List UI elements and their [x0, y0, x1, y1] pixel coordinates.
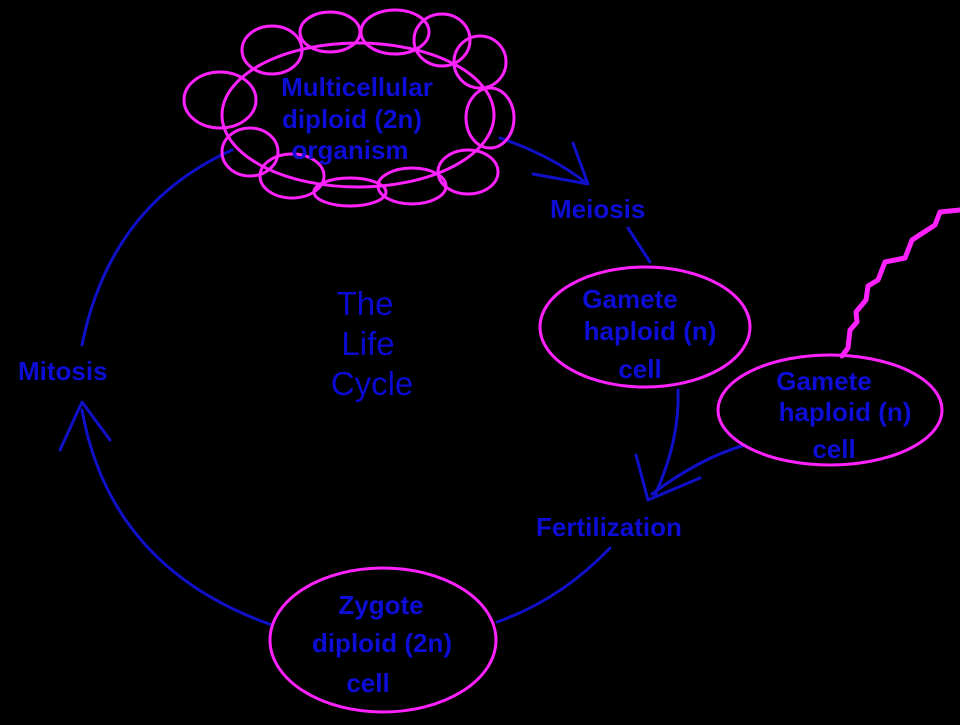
organism-line-1: Multicellular	[281, 72, 433, 102]
zygote-line-3: cell	[346, 668, 389, 698]
gamete-1-line-2: haploid (n)	[584, 316, 717, 346]
gamete-2-label: Gamete haploid (n) cell	[776, 366, 911, 464]
gamete-1-label: Gamete haploid (n) cell	[582, 284, 716, 384]
arrow-zygote-to-mitosis	[80, 408, 274, 627]
diagram-title: The Life Cycle	[331, 285, 414, 402]
title-line-3: Cycle	[331, 365, 414, 402]
arrowhead-fertilization	[634, 453, 702, 502]
organism-node	[182, 8, 516, 208]
title-line-2: Life	[341, 325, 394, 362]
zygote-node	[268, 566, 498, 714]
mitosis-label: Mitosis	[18, 356, 108, 386]
arrowhead-mitosis	[58, 400, 112, 452]
sperm-tail-squiggle	[839, 207, 960, 359]
organism-outline	[220, 41, 496, 189]
zygote-line-2: diploid (2n)	[312, 628, 452, 658]
arrow-mitosis-to-organism	[80, 148, 234, 347]
arrow-gamete2-to-fertilization	[650, 443, 747, 496]
gamete-node-1	[538, 265, 752, 389]
organism-line-2: diploid (2n)	[282, 104, 422, 134]
gamete-1-line-3: cell	[618, 354, 661, 384]
cycle-arrows	[58, 136, 747, 627]
title-line-1: The	[337, 285, 394, 322]
meiosis-label: Meiosis	[550, 194, 645, 224]
gamete-1-line-1: Gamete	[582, 284, 677, 314]
arrow-organism-to-meiosis	[498, 136, 587, 184]
zygote-label: Zygote diploid (2n) cell	[312, 590, 452, 698]
gamete-2-line-1: Gamete	[776, 366, 871, 396]
fertilization-label: Fertilization	[536, 512, 682, 542]
organism-label: Multicellular diploid (2n) organism	[281, 72, 433, 165]
line-meiosis-to-gamete	[626, 226, 652, 264]
gamete-2-line-3: cell	[812, 434, 855, 464]
organism-line-3: organism	[291, 135, 408, 165]
gamete-node-2	[716, 353, 944, 467]
arrow-fertilization-to-zygote	[495, 546, 612, 624]
arrow-gamete-to-fertilization	[653, 388, 680, 497]
organism-cell-scribbles	[182, 8, 516, 208]
arrowhead-meiosis	[531, 141, 590, 186]
gamete-2-line-2: haploid (n)	[779, 397, 912, 427]
zygote-line-1: Zygote	[338, 590, 423, 620]
